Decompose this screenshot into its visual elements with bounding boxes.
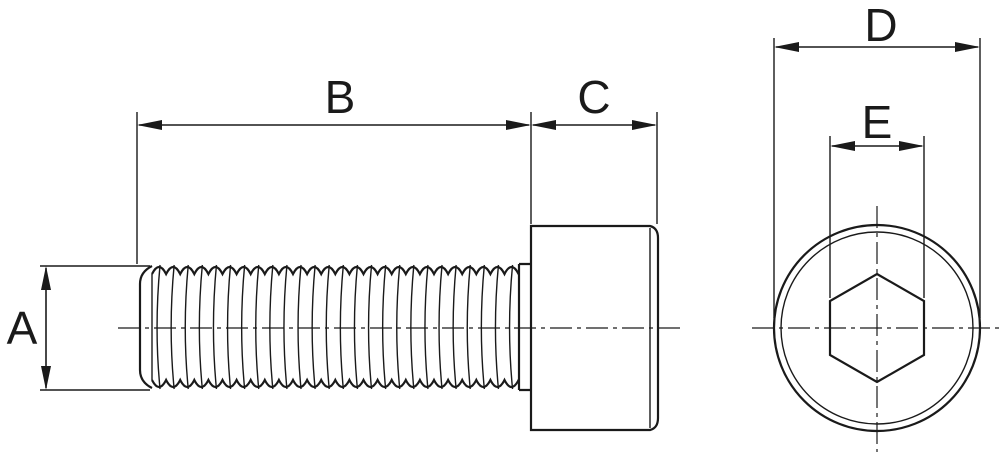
- thread-flank: [170, 264, 175, 390]
- dimension-b: B: [136, 71, 532, 264]
- thread-flank: [311, 264, 316, 390]
- screw-neck: [517, 262, 531, 392]
- thread-flank: [212, 264, 218, 390]
- dimension-d: D: [773, 0, 981, 318]
- thread-flank: [424, 264, 429, 390]
- thread: [138, 264, 520, 390]
- thread-flank-lines: [156, 264, 514, 390]
- thread-flank: [367, 264, 373, 390]
- thread-flank: [466, 264, 471, 390]
- thread-flank: [283, 264, 288, 390]
- thread-flank: [353, 264, 359, 390]
- dimension-label-e: E: [862, 96, 893, 148]
- thread-flank: [198, 264, 204, 390]
- dimension-label-d: D: [864, 0, 897, 51]
- hex-socket: [828, 272, 926, 384]
- thread-flank: [339, 264, 345, 390]
- dimension-c: C: [531, 71, 658, 224]
- thread-flank: [438, 264, 443, 390]
- thread-flank: [410, 264, 415, 390]
- thread-flank: [508, 264, 514, 390]
- end-view: [752, 206, 1000, 452]
- dimension-e: E: [829, 96, 925, 298]
- dimension-a: A: [7, 265, 150, 391]
- thread-flank: [226, 264, 232, 390]
- thread-flank: [452, 264, 457, 390]
- thread-flank: [184, 264, 189, 390]
- thread-bottom-crests: [151, 377, 520, 389]
- thread-flank: [381, 264, 387, 390]
- thread-flank: [325, 264, 330, 390]
- thread-flank: [255, 264, 260, 390]
- dimension-label-c: C: [577, 71, 610, 123]
- screw-head: [529, 224, 660, 432]
- thread-end: [138, 265, 153, 389]
- dimension-label-b: B: [325, 71, 356, 123]
- thread-flank: [494, 264, 500, 390]
- side-view: [118, 224, 680, 432]
- dimension-label-a: A: [7, 302, 38, 354]
- thread-flank: [240, 264, 246, 390]
- thread-flank: [156, 264, 161, 390]
- thread-top-crests: [151, 265, 520, 277]
- thread-flank: [269, 264, 274, 390]
- thread-flank: [297, 264, 302, 390]
- thread-flank: [396, 264, 401, 390]
- thread-flank: [480, 264, 486, 390]
